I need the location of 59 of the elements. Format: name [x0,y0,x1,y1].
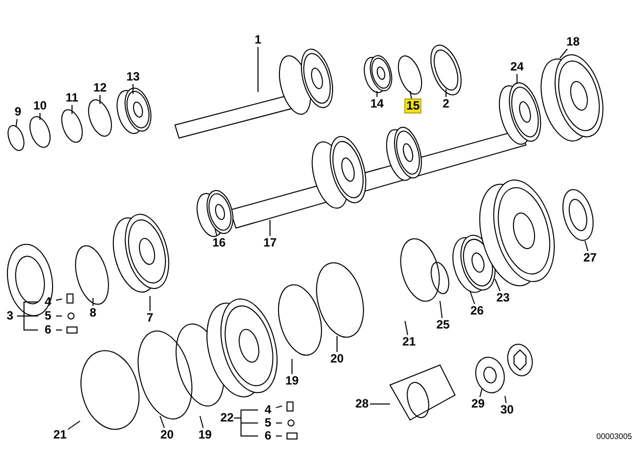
callout-number: 6 [264,430,272,442]
callout-number: 27 [582,252,598,264]
leader-line [132,84,134,94]
leader-line [584,240,588,252]
leader-line [68,420,80,430]
callout-number: 28 [354,398,370,410]
callout-number: 13 [125,70,141,84]
callout-number: 30 [499,404,515,416]
leader-line [560,48,568,58]
callout-number: 5 [44,310,52,322]
callout-number: 22 [219,412,235,424]
bracket-line [234,418,258,436]
callout-number: 15 [405,100,421,112]
leader-line [160,416,165,428]
callout-number: 6 [44,324,52,336]
leader-line [479,388,482,398]
callout-number: 8 [88,306,98,320]
leader-line [56,298,62,301]
callout-number: 7 [146,312,154,324]
leader-line [92,298,94,306]
callout-number: 14 [369,98,385,110]
callout-number: 25 [435,318,451,332]
leader-line [494,278,501,292]
callout-number: 10 [32,100,48,112]
callout-number: 2 [442,98,450,110]
callout-number: 16 [211,236,227,250]
callout-number: 21 [52,428,68,442]
callout-number: 26 [469,304,485,318]
callout-number: 24 [509,60,525,74]
callout-number: 23 [495,292,511,304]
leader-line [276,422,282,424]
leader-line [336,336,338,352]
callout-number: 11 [64,92,80,104]
callout-number: 9 [14,106,22,118]
leader-line [16,118,18,128]
leader-line [404,320,408,336]
leader-line [276,406,282,408]
callout-number: 18 [565,36,581,48]
leader-line [516,74,518,84]
leader-line [440,300,443,318]
callout-number: 17 [262,236,278,250]
leader-line [376,90,378,98]
drawing-number: 00003005 [596,432,632,441]
leader-line [200,416,204,428]
callout-number: 19 [197,428,213,442]
leader-line [410,90,412,100]
callout-number: 21 [401,336,417,348]
callout-number: 12 [92,82,108,94]
leader-line [504,396,506,404]
callout-number: 20 [159,428,175,442]
leader-line [470,290,476,304]
callout-number: 29 [470,398,486,410]
callout-number: 4 [264,404,272,416]
callout-number: 5 [264,416,272,430]
callout-number: 20 [329,352,345,366]
callout-number: 3 [6,310,14,322]
callout-number: 1 [254,34,262,46]
callout-number: 19 [284,374,300,388]
leader-line [214,228,218,236]
